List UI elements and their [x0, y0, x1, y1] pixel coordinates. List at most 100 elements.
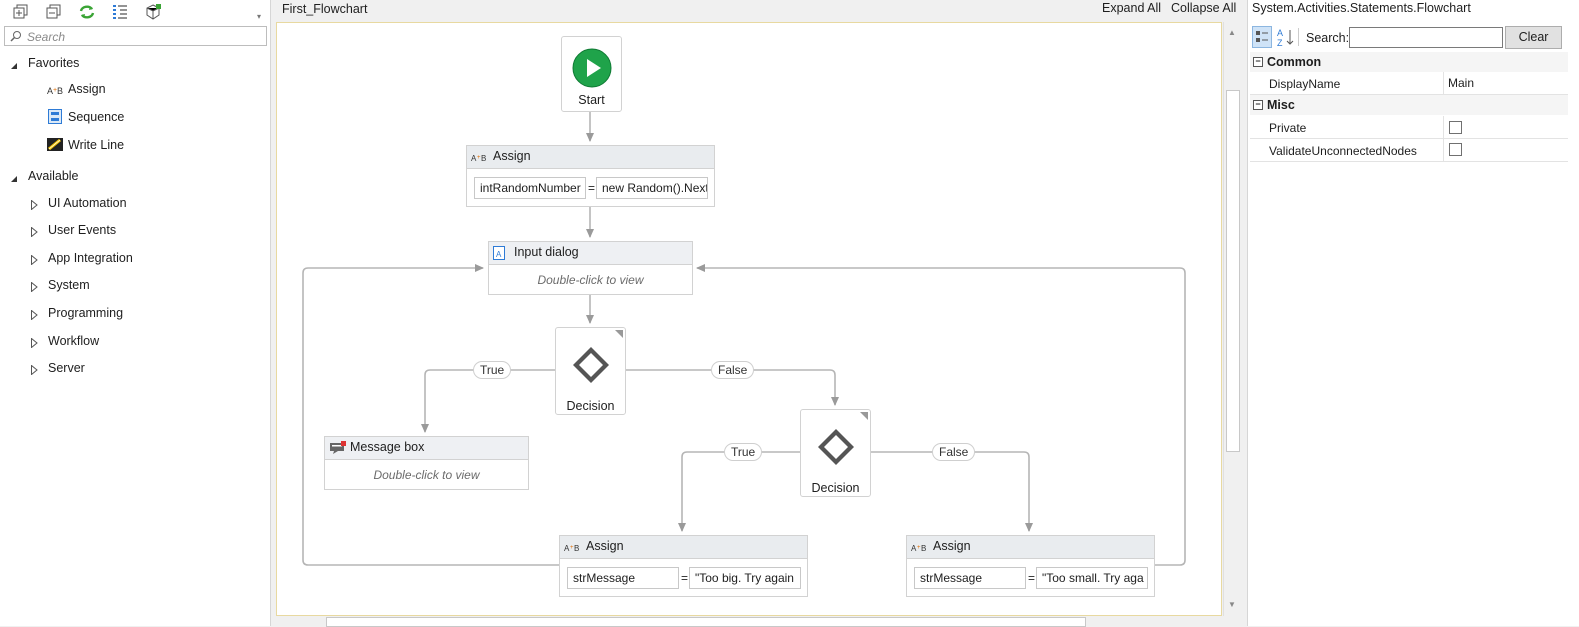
expand-arrow-icon[interactable] [31, 226, 38, 240]
expand-arrow-icon[interactable] [31, 337, 38, 351]
scroll-up-icon[interactable]: ▲ [1228, 28, 1236, 37]
corner-expand-icon [615, 330, 623, 338]
category-label: Common [1267, 55, 1322, 69]
vertical-scrollbar[interactable]: ▲ ▼ [1223, 22, 1241, 616]
favorites-category[interactable]: Favorites [28, 56, 80, 70]
equals-sign: = [588, 181, 596, 195]
assign-icon: A+B [471, 154, 486, 163]
property-row-private[interactable]: Private [1250, 116, 1568, 139]
equals-sign: = [1028, 571, 1036, 585]
assign-value-field[interactable]: "Too big. Try again [689, 567, 801, 589]
expand-arrow-icon[interactable] [31, 199, 38, 213]
available-category-item[interactable]: Programming [48, 306, 124, 320]
available-category-item[interactable]: Workflow [48, 334, 100, 348]
available-category-item[interactable]: User Events [48, 223, 117, 237]
expand-all-icon[interactable] [12, 3, 30, 21]
horizontal-scrollbar[interactable] [276, 616, 1223, 627]
svg-text:B: B [921, 544, 926, 553]
properties-search-input[interactable] [1349, 27, 1503, 48]
assign-to-field[interactable]: intRandomNumber [474, 177, 586, 199]
expand-arrow-icon[interactable] [31, 281, 38, 295]
available-category-item[interactable]: UI Automation [48, 196, 127, 210]
column-divider [1443, 139, 1444, 161]
assign-title: Assign [933, 539, 971, 553]
message-box-title: Message box [350, 440, 425, 454]
scroll-down-icon[interactable]: ▼ [1228, 600, 1236, 609]
input-dialog-header: A Input dialog [489, 242, 692, 265]
expand-arrow-icon[interactable] [31, 254, 38, 268]
categorized-view-icon[interactable] [1252, 26, 1272, 48]
activities-search-input[interactable]: Search [4, 26, 267, 46]
collapse-icon[interactable]: − [1253, 100, 1263, 110]
message-box-icon [330, 441, 346, 454]
decision-diamond-icon [818, 429, 854, 465]
list-view-icon[interactable] [111, 3, 129, 21]
property-row-validateunconnectednodes[interactable]: ValidateUnconnectedNodes [1250, 139, 1568, 162]
available-category[interactable]: Available [28, 169, 79, 183]
search-placeholder: Search [27, 30, 66, 44]
assign-value-field[interactable]: "Too small. Try aga [1036, 567, 1148, 589]
available-category-item[interactable]: App Integration [48, 251, 133, 265]
column-divider [1443, 116, 1444, 138]
input-dialog-title: Input dialog [514, 245, 579, 259]
available-category-item[interactable]: Server [48, 361, 85, 375]
properties-type-name: System.Activities.Statements.Flowchart [1252, 1, 1471, 15]
assign-icon: A+B [564, 544, 579, 553]
svg-text:B: B [481, 154, 486, 163]
assign-to-field[interactable]: strMessage [567, 567, 679, 589]
assign-icon: A+B [911, 544, 926, 553]
true-branch-label[interactable]: True [724, 443, 763, 461]
assign-title: Assign [586, 539, 624, 553]
favorite-item-write-line[interactable]: Write Line [68, 138, 125, 152]
collapse-icon[interactable]: − [1253, 57, 1263, 67]
available-category-item[interactable]: System [48, 278, 90, 292]
collapse-all-link[interactable]: Collapse All [1171, 1, 1237, 15]
toolbar-divider [1298, 28, 1299, 46]
property-name: Private [1269, 121, 1307, 135]
decision-node-2[interactable]: Decision [800, 409, 871, 497]
start-label: Start [578, 93, 605, 107]
validate-unconnected-nodes-checkbox[interactable] [1449, 143, 1462, 156]
property-name: ValidateUnconnectedNodes [1269, 144, 1417, 158]
favorites-collapse-icon[interactable] [10, 59, 18, 73]
assign-activity-too-big[interactable]: A+B Assign strMessage = "Too big. Try ag… [559, 535, 808, 597]
expand-all-link[interactable]: Expand All [1102, 1, 1162, 15]
category-common[interactable]: − Common [1250, 52, 1568, 72]
assign-to-field[interactable]: strMessage [914, 567, 1026, 589]
true-branch-label[interactable]: True [473, 361, 512, 379]
svg-text:Z: Z [1277, 38, 1283, 48]
favorite-item-sequence[interactable]: Sequence [68, 110, 125, 124]
assign-value-field[interactable]: new Random().Next [596, 177, 708, 199]
panel-menu-icon[interactable]: ▾ [257, 12, 262, 21]
svg-text:B: B [57, 86, 63, 96]
svg-text:A: A [471, 154, 477, 163]
available-collapse-icon[interactable] [10, 172, 18, 186]
package-icon[interactable] [144, 3, 162, 21]
svg-text:+: + [477, 155, 481, 161]
collapse-all-icon[interactable] [45, 3, 63, 21]
assign-activity-too-small[interactable]: A+B Assign strMessage = "Too small. Try … [906, 535, 1155, 597]
scrollbar-thumb[interactable] [1226, 90, 1240, 452]
property-row-displayname[interactable]: DisplayName Main [1250, 72, 1568, 95]
input-dialog-activity[interactable]: A Input dialog Double-click to view [488, 241, 693, 295]
start-node[interactable]: Start [561, 36, 622, 112]
decision-node-1[interactable]: Decision [555, 327, 626, 415]
properties-search-label: Search: [1306, 31, 1350, 45]
expand-arrow-icon[interactable] [31, 364, 38, 378]
favorite-item-assign[interactable]: Assign [68, 82, 106, 96]
expand-arrow-icon[interactable] [31, 309, 38, 323]
clear-button[interactable]: Clear [1505, 26, 1562, 49]
property-value[interactable]: Main [1448, 76, 1475, 90]
flowchart-canvas[interactable] [276, 22, 1222, 616]
refresh-icon[interactable] [78, 3, 96, 21]
false-branch-label[interactable]: False [932, 443, 976, 461]
private-checkbox[interactable] [1449, 121, 1462, 134]
false-branch-label[interactable]: False [711, 361, 755, 379]
assign-activity-random[interactable]: A+B Assign intRandomNumber = new Random(… [466, 145, 715, 207]
category-misc[interactable]: − Misc [1250, 95, 1568, 115]
message-box-activity[interactable]: Message box Double-click to view [324, 436, 529, 490]
input-dialog-hint: Double-click to view [537, 273, 644, 287]
breadcrumb[interactable]: First_Flowchart [282, 2, 368, 16]
svg-text:+: + [570, 545, 574, 551]
